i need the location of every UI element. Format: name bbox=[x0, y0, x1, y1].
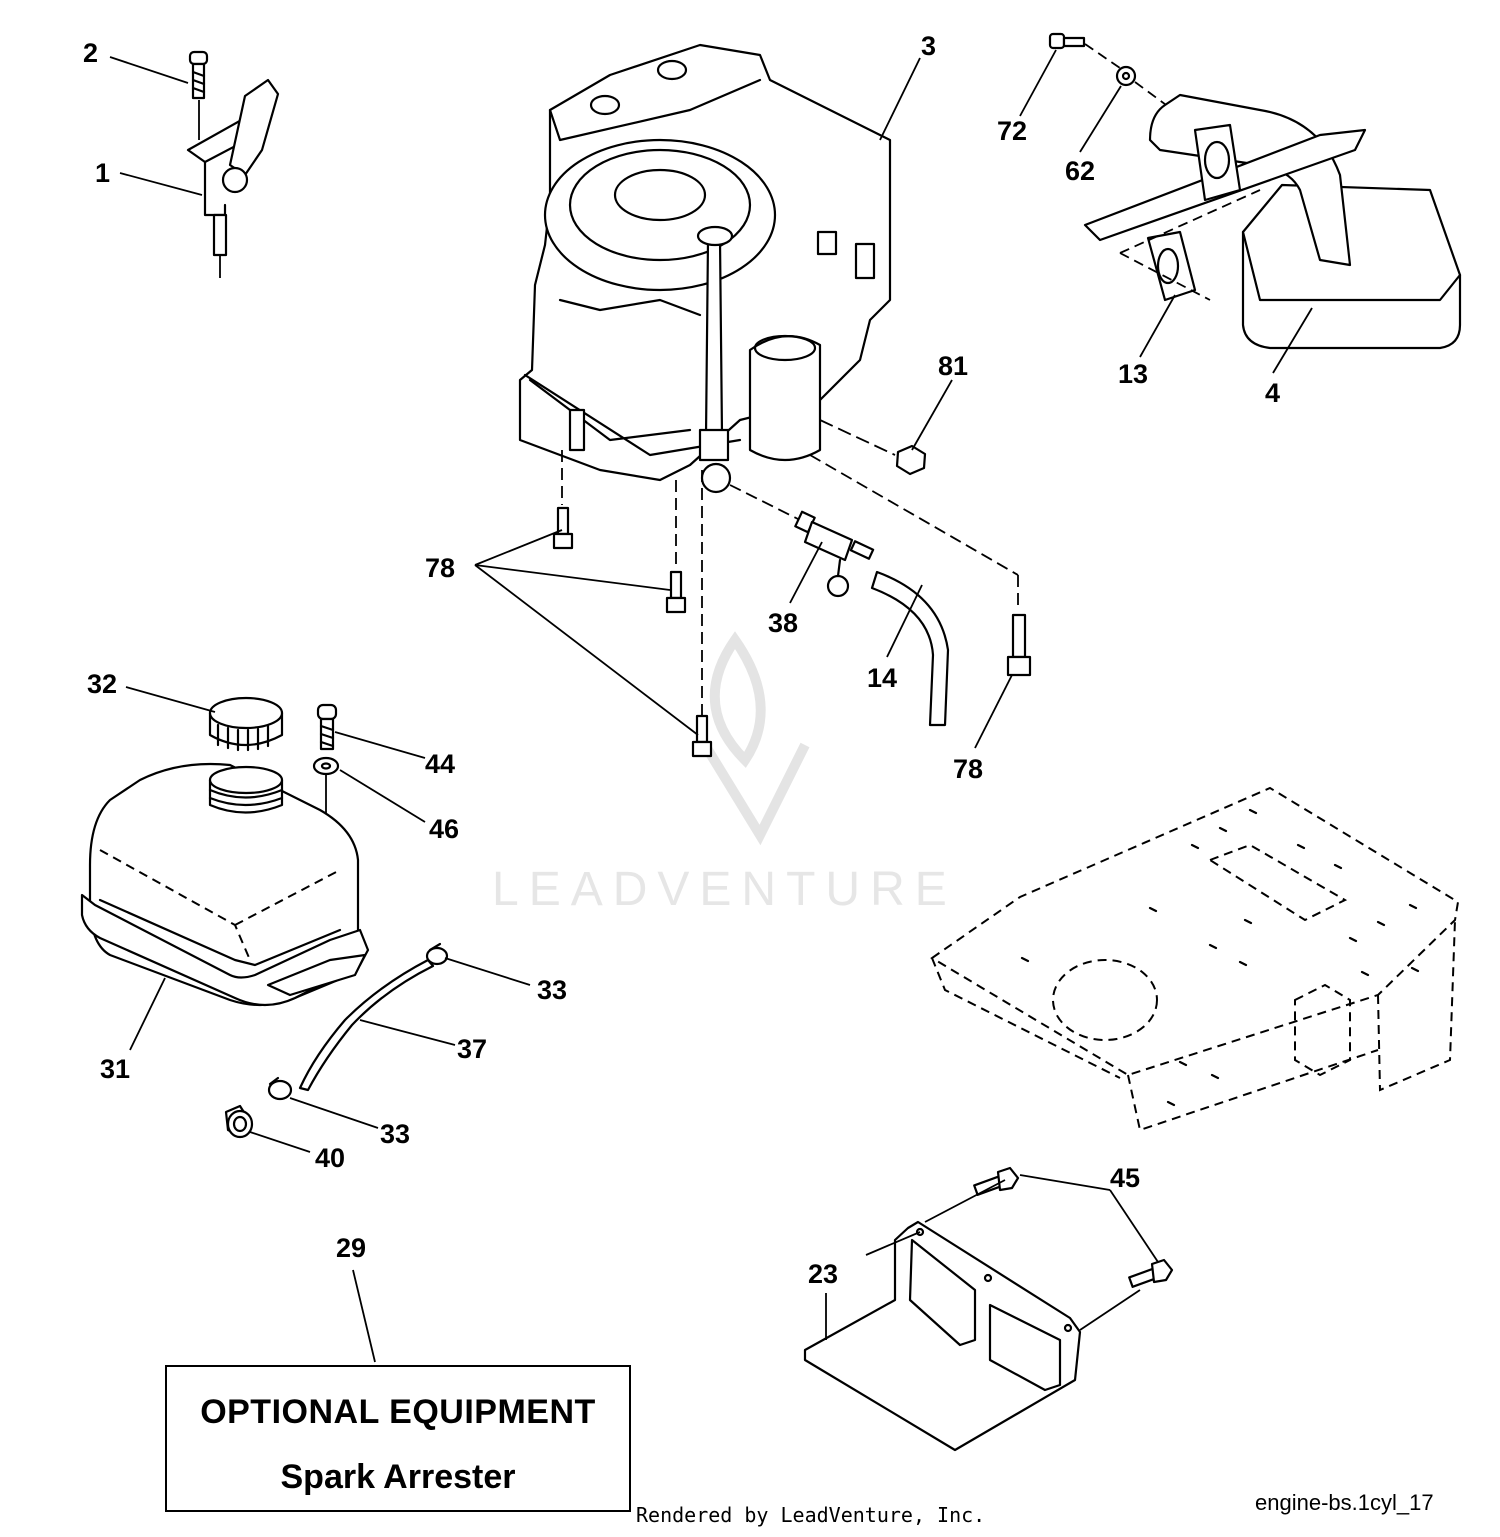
part-2-screw bbox=[188, 50, 209, 140]
callout-81: 81 bbox=[938, 351, 968, 381]
watermark-text: LEADVENTURE bbox=[492, 863, 957, 916]
drawing-id: engine-bs.1cyl_17 bbox=[1255, 1490, 1434, 1515]
part-72-screw bbox=[1048, 32, 1121, 69]
optional-equipment-title: OPTIONAL EQUIPMENT bbox=[200, 1393, 596, 1431]
optional-equipment-subtitle: Spark Arrester bbox=[280, 1458, 516, 1496]
callout-62: 62 bbox=[1065, 156, 1095, 186]
callout-29: 29 bbox=[336, 1233, 366, 1263]
part-3-engine bbox=[518, 43, 892, 494]
part-38-fuel-valve bbox=[729, 484, 875, 598]
callout-2: 2 bbox=[83, 38, 98, 68]
part-44-screw bbox=[316, 703, 338, 751]
part-33-clamp-lower bbox=[267, 1076, 293, 1101]
callout-13: 13 bbox=[1118, 359, 1148, 389]
part-45-bolts bbox=[973, 1166, 1174, 1288]
callout-78-right: 78 bbox=[953, 754, 983, 784]
callout-38: 38 bbox=[768, 608, 798, 638]
callout-1: 1 bbox=[95, 158, 110, 188]
part-37-fuel-line bbox=[298, 958, 435, 1092]
callout-33-upper: 33 bbox=[537, 975, 567, 1005]
part-13-gasket bbox=[1119, 189, 1261, 302]
part-40-bushing bbox=[224, 1104, 254, 1139]
part-4-muffler bbox=[1083, 93, 1462, 350]
part-81-nut bbox=[819, 419, 927, 476]
watermark-logo bbox=[700, 631, 810, 846]
callout-23: 23 bbox=[808, 1259, 838, 1289]
callout-31: 31 bbox=[100, 1054, 130, 1084]
leader-lines bbox=[109, 49, 1313, 1363]
part-32-fuel-cap bbox=[208, 696, 284, 752]
callout-78-left: 78 bbox=[425, 553, 455, 583]
part-1-throttle-control bbox=[186, 78, 280, 278]
frame-phantom bbox=[930, 786, 1460, 1132]
part-14-fuel-hose bbox=[870, 570, 950, 727]
part-33-clamp-upper bbox=[425, 942, 449, 966]
callout-46: 46 bbox=[429, 814, 459, 844]
part-31-fuel-tank bbox=[80, 762, 370, 1007]
callout-33-lower: 33 bbox=[380, 1119, 410, 1149]
callout-37: 37 bbox=[457, 1034, 487, 1064]
optional-equipment-box: OPTIONAL EQUIPMENT Spark Arrester bbox=[165, 1365, 631, 1512]
rendered-by-credit: Rendered by LeadVenture, Inc. bbox=[636, 1503, 986, 1527]
callout-45: 45 bbox=[1110, 1163, 1140, 1193]
callout-32: 32 bbox=[87, 669, 117, 699]
callout-72: 72 bbox=[997, 116, 1027, 146]
callout-40: 40 bbox=[315, 1143, 345, 1173]
callout-14: 14 bbox=[867, 663, 897, 693]
part-23-cover-plate bbox=[803, 1179, 1141, 1452]
part-78-bolts bbox=[552, 450, 1032, 758]
callout-4: 4 bbox=[1265, 378, 1280, 408]
callout-44: 44 bbox=[425, 749, 455, 779]
callout-3: 3 bbox=[921, 31, 936, 61]
